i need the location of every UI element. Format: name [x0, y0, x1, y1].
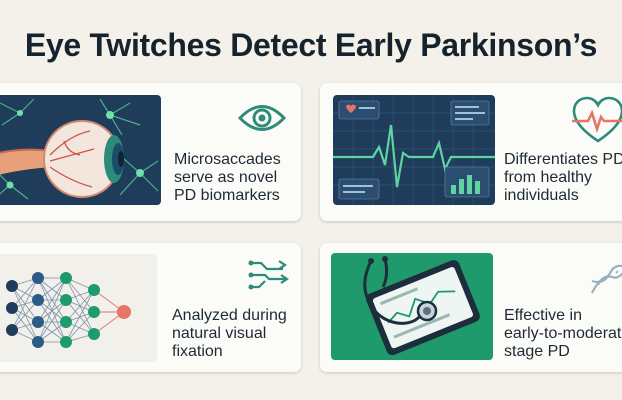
card-text: Effective in early-to-moderate stage PD: [504, 307, 622, 361]
card-text-line: fixation: [172, 343, 223, 360]
heart-pulse-icon: [570, 95, 622, 147]
info-card-analyzed: Analyzed during natural visual fixation: [0, 243, 301, 372]
card-text-line: PD biomarkers: [174, 187, 280, 204]
card-text: Microsaccades serve as novel PD biomarke…: [174, 151, 281, 205]
eye-anatomy-illustration: [0, 95, 161, 205]
card-text-line: early-to-moderate: [504, 325, 622, 342]
card-text-line: Differentiates PD: [504, 151, 622, 168]
card-text-line: serve as novel: [174, 169, 278, 186]
card-text: Differentiates PD from healthy individua…: [504, 151, 622, 205]
dna-icon: [588, 255, 622, 297]
page-title: Eye Twitches Detect Early Parkinson’s: [24, 27, 598, 63]
card-text-line: Analyzed during: [172, 307, 287, 324]
eye-icon: [237, 101, 287, 135]
card-text-line: from healthy: [504, 169, 593, 186]
info-card-microsaccades: Microsaccades serve as novel PD biomarke…: [0, 83, 301, 221]
info-card-differentiates: Differentiates PD from healthy individua…: [320, 83, 622, 221]
card-text-line: natural visual: [172, 325, 267, 342]
card-text-line: Microsaccades: [174, 151, 281, 168]
card-text-line: Effective in: [504, 307, 582, 324]
card-text-line: stage PD: [504, 343, 570, 360]
card-text-line: individuals: [504, 187, 579, 204]
info-card-effective: Effective in early-to-moderate stage PD: [320, 243, 622, 372]
card-text: Analyzed during natural visual fixation: [172, 307, 287, 361]
neural-network-illustration: [0, 254, 157, 362]
stethoscope-tablet-illustration: [331, 253, 493, 360]
circuit-icon: [247, 255, 291, 293]
waveform-dashboard-illustration: [333, 95, 495, 205]
